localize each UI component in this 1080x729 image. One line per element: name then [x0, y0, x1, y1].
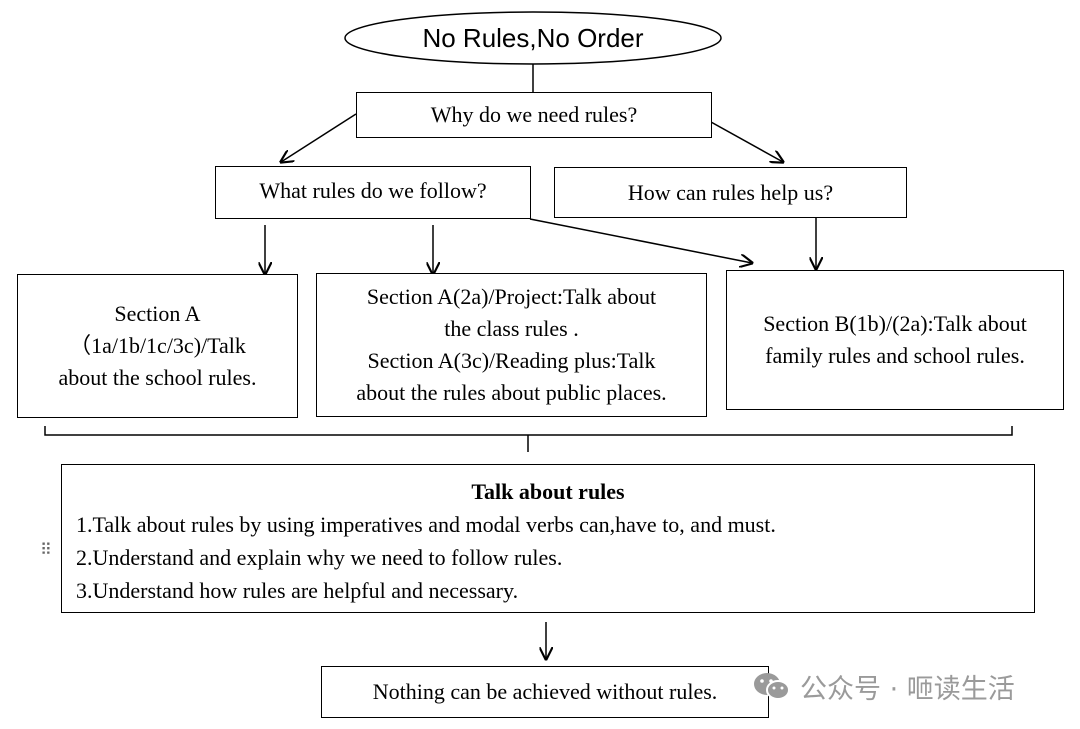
- section-a-line: Section A: [114, 301, 201, 327]
- watermark: 公众号 · 咂读生活: [752, 667, 1015, 706]
- right-question-text: How can rules help us?: [627, 179, 834, 205]
- diagram-title: No Rules,No Order: [422, 22, 644, 53]
- conclusion-text: Nothing can be achieved without rules.: [372, 679, 718, 705]
- section-b-box: Section B(1b)/(2a):Talk about family rul…: [726, 270, 1064, 410]
- section-a2-line: Section A(2a)/Project:Talk about: [366, 284, 657, 310]
- section-a-line: about the school rules.: [58, 364, 257, 390]
- left-question-box: What rules do we follow?: [215, 166, 531, 219]
- section-a2-line: Section A(3c)/Reading plus:Talk: [367, 348, 656, 373]
- watermark-text: 公众号 · 咂读生活: [800, 674, 1015, 705]
- summary-title: Talk about rules: [471, 479, 625, 504]
- drag-handle-icon[interactable]: ⠿: [40, 540, 52, 559]
- section-b-line: family rules and school rules.: [765, 343, 1025, 368]
- summary-item: 1.Talk about rules by using imperatives …: [76, 512, 776, 537]
- arrow-to-section-b-diagonal: [529, 218, 752, 263]
- question-text: Why do we need rules?: [430, 102, 638, 128]
- section-a2-line: the class rules .: [444, 316, 579, 342]
- section-a-line: （1a/1b/1c/3c)/Talk: [69, 333, 246, 359]
- conclusion-box: Nothing can be achieved without rules.: [321, 666, 769, 718]
- section-b-line: Section B(1b)/(2a):Talk about: [763, 311, 1027, 337]
- summary-item: 3.Understand how rules are helpful and n…: [76, 578, 519, 603]
- right-question-box: How can rules help us?: [554, 167, 907, 218]
- summary-item: 2.Understand and explain why we need to …: [76, 545, 563, 570]
- left-question-text: What rules do we follow?: [259, 178, 487, 203]
- arrow-to-right-question: [710, 121, 783, 162]
- question-box: Why do we need rules?: [356, 92, 712, 138]
- section-a2-line: about the rules about public places.: [356, 379, 667, 405]
- summary-box: Talk about rules 1.Talk about rules by u…: [61, 464, 1035, 613]
- arrow-to-left-question: [281, 113, 357, 162]
- wechat-icon: [754, 672, 790, 700]
- section-a2-box: Section A(2a)/Project:Talk about the cla…: [316, 273, 707, 417]
- bottom-brace: [44, 426, 1013, 436]
- section-a-box: Section A （1a/1b/1c/3c)/Talk about the s…: [17, 274, 298, 418]
